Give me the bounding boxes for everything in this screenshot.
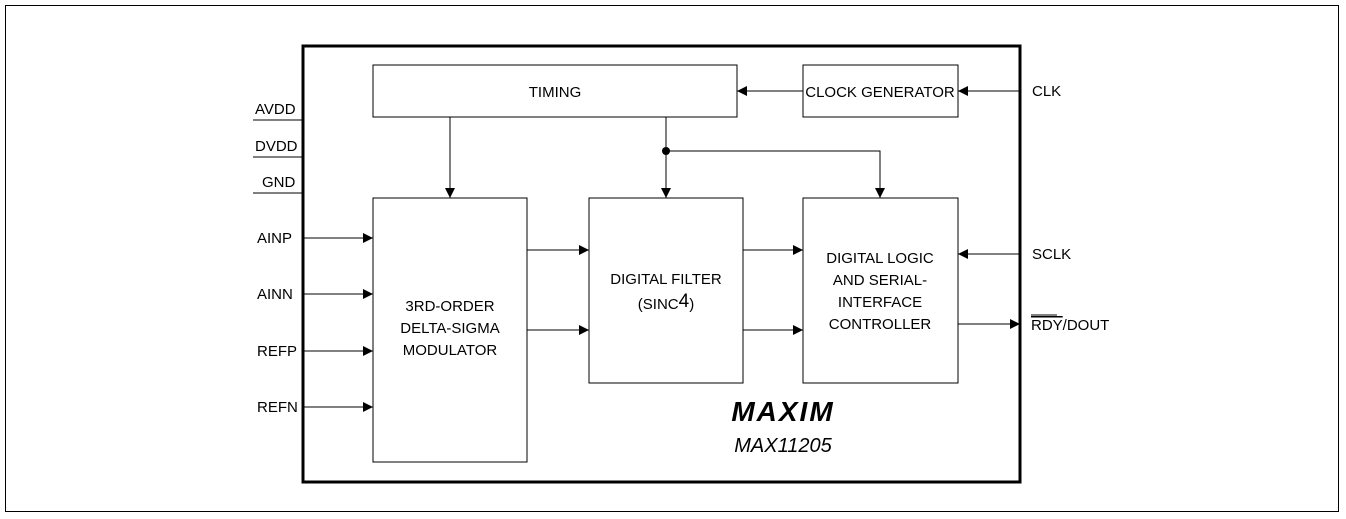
- maxim-logo: MAXIM: [731, 396, 834, 427]
- pin-clk: CLK: [1032, 83, 1061, 100]
- modulator-label-line3: MODULATOR: [403, 342, 498, 359]
- digital-filter-label-line2: (SINC4): [638, 291, 694, 313]
- pin-avdd: AVDD: [255, 101, 296, 118]
- pin-refp: REFP: [257, 343, 297, 360]
- timing-label: TIMING: [529, 84, 582, 101]
- digital-logic-label-line1: DIGITAL LOGIC: [826, 250, 934, 267]
- page-frame: [5, 5, 1339, 512]
- pin-dout: /DOUT: [1063, 317, 1110, 334]
- digital-logic-label-line2: AND SERIAL-: [833, 272, 927, 289]
- digital-logic-label-line4: CONTROLLER: [829, 316, 932, 333]
- pin-rdy-dout: RDY/DOUT: [1031, 317, 1109, 334]
- digital-filter-order: 4: [679, 291, 690, 312]
- part-number: MAX11205: [734, 435, 832, 457]
- digital-filter-block: [588, 197, 744, 384]
- pin-gnd: GND: [262, 174, 296, 191]
- clock-generator-label: CLOCK GENERATOR: [805, 84, 955, 101]
- modulator-label-line1: 3RD-ORDER: [405, 298, 494, 315]
- pin-sclk: SCLK: [1032, 246, 1071, 263]
- pin-rdy: RDY: [1031, 317, 1063, 334]
- pin-ainp: AINP: [257, 230, 292, 247]
- chip-outline: [301, 44, 1022, 484]
- digital-logic-label-line3: INTERFACE: [838, 294, 922, 311]
- pin-refn: REFN: [257, 399, 298, 416]
- pin-ainn: AINN: [257, 286, 293, 303]
- pin-dvdd: DVDD: [255, 138, 298, 155]
- digital-filter-label-line1: DIGITAL FILTER: [610, 271, 722, 288]
- timing-to-logic-arrow: [666, 150, 885, 198]
- modulator-label-line2: DELTA-SIGMA: [400, 320, 499, 337]
- digital-filter-close-paren: ): [689, 296, 694, 313]
- digital-logic-block: [802, 197, 959, 384]
- digital-filter-sinc: (SINC: [638, 296, 679, 313]
